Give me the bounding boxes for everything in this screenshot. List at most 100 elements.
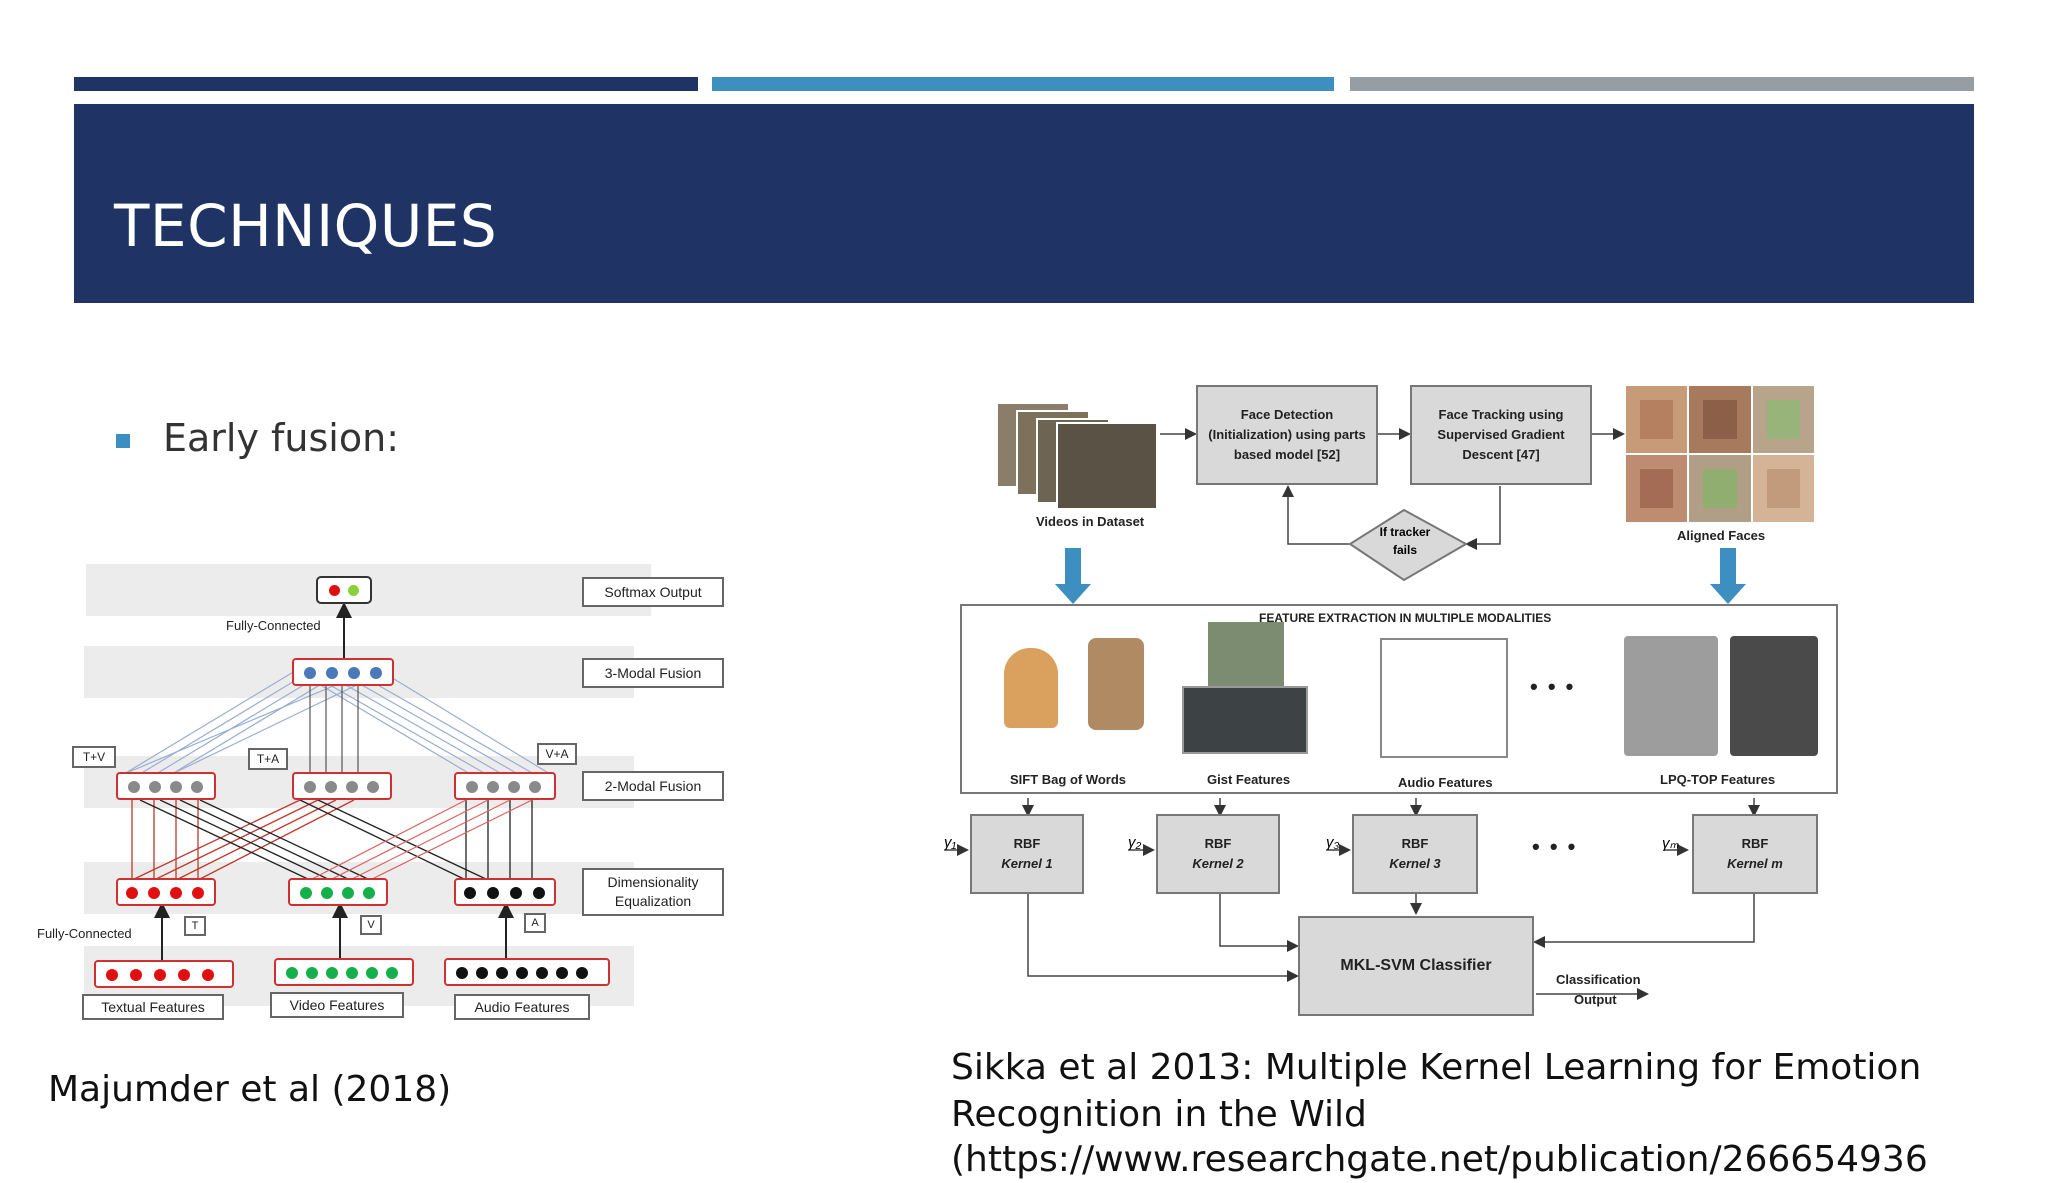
bullet-text: Early fusion: [163,416,399,460]
two-modal-node-va [454,772,556,800]
face-detection-line1: Face Detection [1240,407,1334,422]
feature-dot [476,967,488,979]
feature-dot [496,967,508,979]
feature-dot [386,967,398,979]
feature-dot [487,887,499,899]
videos-label: Videos in Dataset [1036,514,1145,529]
face-detection-line3: based model [52] [1233,447,1341,462]
feature-dot [286,967,298,979]
fusion-dot [170,781,182,793]
ta-label: T+A [248,748,288,770]
kernel-label: Kernel m [1727,856,1783,871]
rbf-kernel-2: RBF Kernel 2 [1156,814,1280,894]
aligned-faces-grid [1626,386,1814,522]
feature-dot [306,967,318,979]
audio-features-label: Audio Features [454,994,590,1020]
feature-dot [342,887,354,899]
feature-extraction-title: FEATURE EXTRACTION IN MULTIPLE MODALITIE… [1259,611,1552,625]
video-frame [1056,422,1158,510]
video-features-label: Video Features [270,992,404,1018]
two-modal-node-ta [292,772,392,800]
rbf-kernel-1: RBF Kernel 1 [970,814,1084,894]
early-fusion-connections [123,602,551,962]
feature-dot [516,967,528,979]
classification-output-line1: Classification [1556,972,1641,987]
kernel-label: Kernel 1 [1001,856,1053,871]
fusion-dot [508,781,520,793]
rbf-label: RBF [1013,836,1041,851]
feature-dot [533,887,545,899]
feature-dot [576,967,588,979]
softmax-node [316,576,372,604]
face-tracking-line3: Descent [47] [1462,447,1540,462]
feature-dot [556,967,568,979]
face-detection-line2: (Initialization) using parts [1208,427,1366,442]
sift-label: SIFT Bag of Words [1010,772,1127,787]
two-modal-node-tv [116,772,216,800]
tracker-line1: If tracker [1379,525,1431,539]
feature-dot [321,887,333,899]
caption-right-line1: Sikka et al 2013: Multiple Kernel Learni… [951,1047,1922,1088]
fusion-dot [128,781,140,793]
sift-image-portrait [1004,648,1058,728]
dim-eq-node-video [288,878,388,906]
feature-dot [170,887,182,899]
gist-image-street [1208,622,1284,686]
lpq-label: LPQ-TOP Features [1660,772,1776,787]
lpq-texture-image [1730,636,1818,756]
aligned-face [1689,455,1751,522]
face-tracking-line1: Face Tracking using [1438,407,1564,422]
feature-dot [202,969,214,981]
aligned-face [1752,455,1814,522]
gamma-m: γₘ [1662,835,1679,852]
feature-dot [178,969,190,981]
audio-feature-node [444,958,610,986]
ellipsis-kernels: • • • [1532,834,1578,859]
feature-dot [456,967,468,979]
fusion-dot [326,667,338,679]
fusion-dot [149,781,161,793]
sift-image-bag [1088,638,1144,730]
dim-eq-label: Dimensionality Equalization [582,868,724,916]
textual-feature-node [94,960,234,988]
softmax-dot-green [348,585,359,596]
accent-bar-gray [1350,77,1974,91]
ellipsis-features: • • • [1530,674,1576,699]
feature-dot [192,887,204,899]
audio-features-right-label: Audio Features [1398,775,1493,790]
face-tracking-line2: Supervised Gradient [1437,427,1565,442]
slide-title: TECHNIQUES [114,192,498,260]
feature-dot [366,967,378,979]
fusion-dot [367,781,379,793]
aligned-face [1626,455,1688,522]
feature-dot [126,887,138,899]
feature-dot [148,887,160,899]
textual-features-label: Textual Features [82,994,224,1020]
aligned-face [1752,386,1814,453]
rbf-label: RBF [1204,836,1232,851]
fusion-dot [304,667,316,679]
rbf-label: RBF [1741,836,1769,851]
v-label: V [360,915,382,935]
feature-dot [326,967,338,979]
feature-dot [346,967,358,979]
feature-dot [130,969,142,981]
audio-waveform-frame [1380,638,1508,758]
fusion-dot [304,781,316,793]
dim-eq-label-line1: Dimensionality [607,874,699,890]
dim-eq-node-text [116,878,216,906]
fusion-dot [346,781,358,793]
face-tracking-box: Face Tracking using Supervised Gradient … [1410,385,1592,485]
tracker-line2: fails [1392,543,1417,557]
softmax-dot-red [329,585,340,596]
feature-dot [363,887,375,899]
dim-eq-node-audio [454,878,556,906]
fusion-dot [466,781,478,793]
aligned-face [1626,386,1688,453]
tv-label: T+V [72,746,116,768]
caption-left: Majumder et al (2018) [48,1069,452,1110]
gamma-3: γ₃ [1326,834,1340,851]
three-modal-node [292,658,394,686]
bullet-marker [116,434,130,448]
video-feature-node [274,958,414,986]
